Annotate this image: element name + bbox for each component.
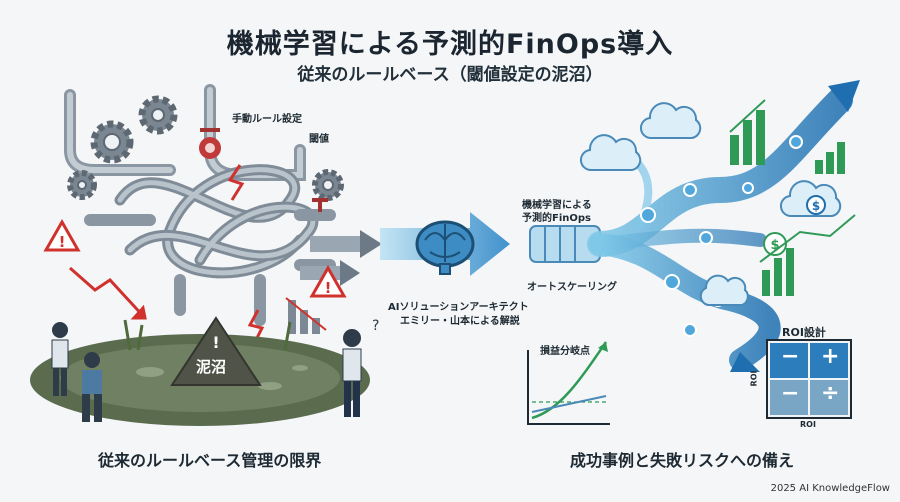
upward-arrowheads [730,80,860,372]
manual-rule-label: 手動ルール設定 [232,114,302,125]
page-subtitle: 従来のルールベース（閾値設定の泥沼） [297,65,603,85]
dollar-icon: $ $ [763,195,826,256]
roi-op-minus-2: − [781,381,800,406]
roi-op-plus: + [821,344,840,369]
breakeven-chart [527,341,610,425]
decline-arrows [69,164,265,345]
bar-chart-icon [285,297,327,334]
threshold-label: 閾値 [309,134,329,145]
explainer-line1: AIソリューションアーキテクト [388,302,529,313]
svg-text:!: ! [325,279,332,297]
svg-text:?: ? [372,318,379,334]
swamp: ! [30,316,370,426]
roi-axis-x: ROI [800,420,816,429]
svg-text:$: $ [770,238,779,253]
bar-chart-icon [729,99,856,296]
brain-icon [415,220,475,275]
swamp-label: 泥沼 [196,358,227,376]
svg-text:$: $ [812,199,820,213]
data-streams [587,87,853,371]
ml-label-line2: 予測的FinOps [522,213,591,224]
ml-label-line1: 機械学習による [522,200,592,211]
right-caption: 成功事例と失敗リスクへの備え [570,451,795,470]
svg-text:!: ! [59,233,66,251]
valve-icon [199,128,328,212]
explainer-line2: エミリー・山本による解説 [400,316,520,327]
pipe-arrows [300,230,382,286]
person-icon: ? [51,318,379,422]
roi-op-divide: ÷ [821,381,840,406]
data-nodes [640,135,803,337]
page-title: 機械学習による予測的FinOps導入 [226,29,674,60]
roi-op-minus-1: − [781,344,800,369]
roi-title: ROI設計 [782,326,826,339]
left-caption: 従来のルールベース管理の限界 [98,451,322,470]
roi-grid [766,339,852,419]
svg-text:!: ! [212,333,219,352]
warning-icon: ! ! [43,218,347,298]
credit: 2025 AI KnowledgeFlow [770,483,890,494]
roi-axis-y: ROI [749,370,759,387]
autoscaling-label: オートスケーリング [527,282,617,293]
breakeven-label: 損益分岐点 [540,346,590,357]
